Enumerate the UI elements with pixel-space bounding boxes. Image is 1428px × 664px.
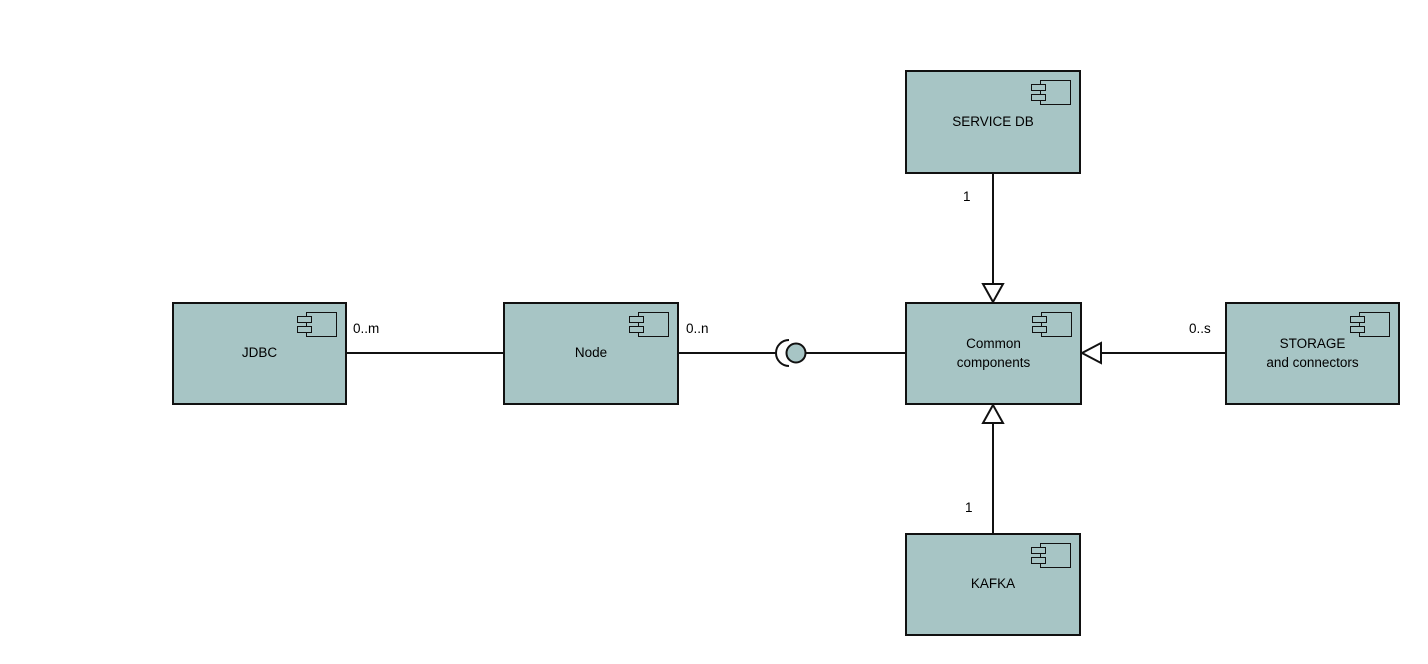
component-jdbc: JDBC <box>172 302 347 405</box>
component-icon-tab <box>1031 84 1046 91</box>
component-common-components: Common components <box>905 302 1082 405</box>
component-label: JDBC <box>241 345 278 361</box>
component-icon-tab <box>1031 557 1046 564</box>
multiplicity-label-kafka-common: 1 <box>965 500 973 515</box>
component-icon-tab <box>297 316 312 323</box>
component-label: Common components <box>956 336 1031 370</box>
component-icon-tab <box>1350 316 1365 323</box>
component-icon-tab <box>297 326 312 333</box>
component-node: Node <box>503 302 679 405</box>
component-icon <box>1350 312 1390 339</box>
multiplicity-label-node-common: 0..n <box>686 321 709 336</box>
arrowhead-up-icon <box>981 402 1005 424</box>
component-icon-tab <box>629 316 644 323</box>
component-icon <box>297 312 337 339</box>
component-service-db: SERVICE DB <box>905 70 1081 174</box>
component-icon <box>629 312 669 339</box>
component-icon-tab <box>1032 326 1047 333</box>
component-label: KAFKA <box>970 576 1016 592</box>
component-icon <box>1032 312 1072 339</box>
component-icon <box>1031 543 1071 570</box>
component-label: SERVICE DB <box>952 113 1034 129</box>
component-kafka: KAFKA <box>905 533 1081 636</box>
socket-icon <box>775 339 790 367</box>
component-icon-tab <box>629 326 644 333</box>
component-icon-tab <box>1031 94 1046 101</box>
component-storage-and-connectors: STORAGE and connectors <box>1225 302 1400 405</box>
component-label: STORAGE and connectors <box>1266 336 1359 370</box>
multiplicity-label-servicedb-common: 1 <box>963 189 971 204</box>
arrowhead-down-icon <box>981 283 1005 305</box>
ball-icon <box>785 342 807 364</box>
multiplicity-label-storage-common: 0..s <box>1189 321 1211 336</box>
component-icon-tab <box>1032 316 1047 323</box>
multiplicity-label-jdbc-node: 0..m <box>353 321 380 336</box>
component-icon-tab <box>1031 547 1046 554</box>
component-label: Node <box>574 345 608 361</box>
component-icon-tab <box>1350 326 1365 333</box>
arrowhead-left-icon <box>1079 341 1102 365</box>
component-icon <box>1031 80 1071 107</box>
